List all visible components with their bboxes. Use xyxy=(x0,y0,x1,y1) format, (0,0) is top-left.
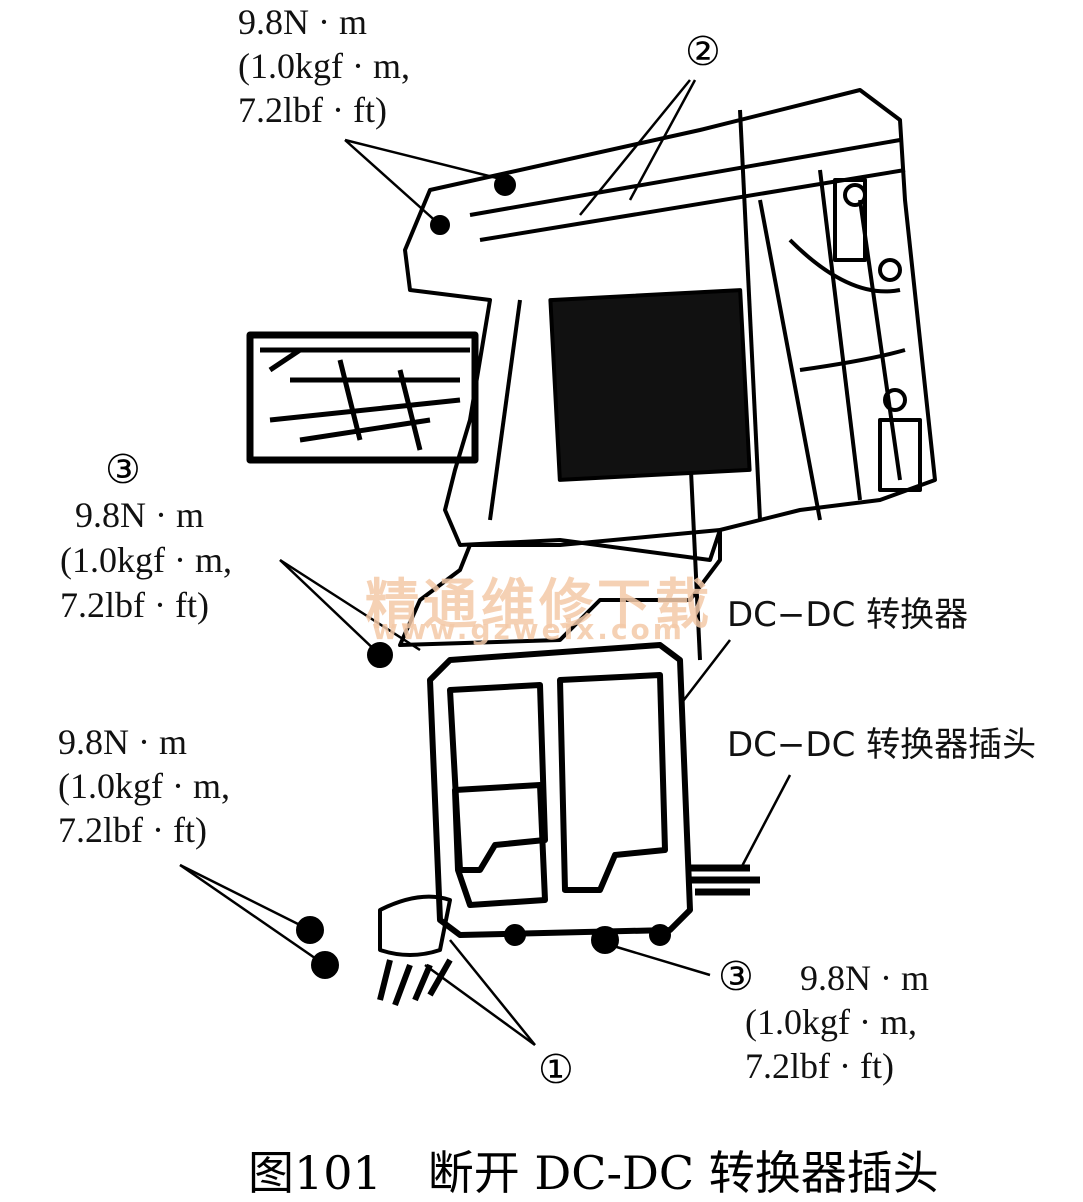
upper-frame xyxy=(403,88,937,562)
leader-top-1 xyxy=(344,138,506,182)
callout-3-left: ③ xyxy=(105,447,141,493)
torque-right-line1: 9.8N · m xyxy=(800,958,929,998)
label-dc-dc-connector: DC−DC 转换器插头 xyxy=(727,725,1037,765)
torque-left-line1: 9.8N · m xyxy=(58,722,187,762)
leader-1b xyxy=(424,963,536,1047)
leader-3-left xyxy=(279,559,381,656)
leader-left-a xyxy=(179,863,311,932)
mounting-bracket xyxy=(398,528,722,647)
torque-right-line2: (1.0kgf · m, xyxy=(745,1002,917,1042)
leader-2a xyxy=(579,79,691,216)
leader-converter xyxy=(679,639,731,706)
torque-top-line1: 9.8N · m xyxy=(238,2,367,42)
callout-1: ① xyxy=(538,1047,574,1093)
callout-2: ② xyxy=(685,29,721,75)
torque-mid-line3: 7.2lbf · ft) xyxy=(60,585,209,625)
leader-connector xyxy=(738,774,792,871)
torque-left-line2: (1.0kgf · m, xyxy=(58,766,230,806)
leader-1a xyxy=(449,939,536,1046)
detail-inset xyxy=(246,331,479,464)
leader-left-b xyxy=(179,863,326,967)
torque-top-line2: (1.0kgf · m, xyxy=(238,46,410,86)
leader-2b xyxy=(628,79,697,201)
torque-top-line3: 7.2lbf · ft) xyxy=(238,90,387,130)
torque-left-line3: 7.2lbf · ft) xyxy=(58,810,207,850)
converter-connector xyxy=(690,864,760,896)
label-dc-dc-converter: DC−DC 转换器 xyxy=(727,595,969,635)
leader-3-right xyxy=(609,943,711,977)
watermark-url: www.gzweix.com xyxy=(372,613,685,646)
figure-caption: 图101 断开 DC-DC 转换器插头 xyxy=(248,1146,939,1200)
torque-mid-line1: 9.8N · m xyxy=(75,495,204,535)
torque-mid-line2: (1.0kgf · m, xyxy=(60,540,232,580)
leader-top-2 xyxy=(344,139,441,226)
callout-3-right: ③ xyxy=(718,954,754,1000)
watermark-text: 精通维修下载 xyxy=(365,573,713,636)
heat-sink-block xyxy=(548,288,752,482)
torque-right-line3: 7.2lbf · ft) xyxy=(745,1046,894,1086)
